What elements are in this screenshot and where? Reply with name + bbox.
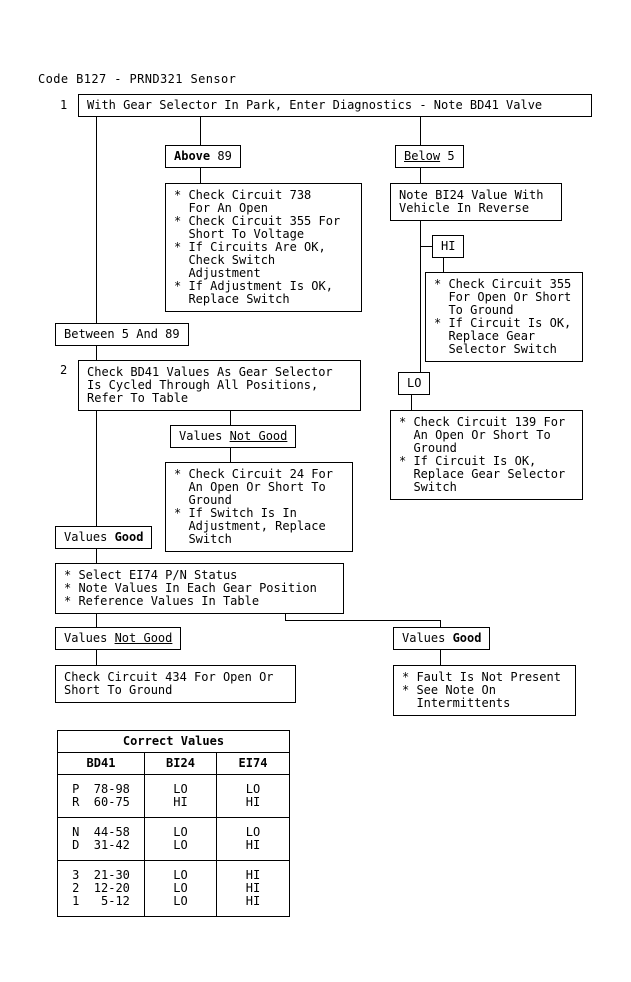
connector-line (200, 117, 201, 145)
branch-values-good-1: Values Good (55, 526, 153, 549)
connector-line (96, 650, 97, 665)
table-cell-bi24: LO HI (144, 775, 216, 817)
table-cell-bi24: LO LO LO (144, 861, 216, 916)
connector-line (420, 246, 432, 247)
connector-line (285, 613, 286, 620)
connector-line (200, 168, 201, 183)
values-label: Values (64, 631, 115, 645)
connector-line (420, 168, 421, 183)
table-row-park-reverse: P 78-98 R 60-75 LO HI LO HI (58, 775, 289, 818)
branch-hi: HI (432, 235, 465, 258)
branch-below-5: Below 5 (395, 145, 464, 168)
branch-above-89-value: 89 (210, 149, 232, 163)
table-cell-ei74: HI HI HI (216, 861, 289, 916)
branch-below-5-emphasis: Below (404, 149, 441, 163)
step-1-number: 1 (60, 98, 68, 112)
table-header-bi24: BI24 (144, 753, 216, 774)
above-actions-box: * Check Circuit 738 For An Open * Check … (165, 183, 362, 312)
connector-line (96, 549, 97, 563)
branch-above-89: Above 89 (165, 145, 241, 168)
correct-values-table: Correct Values BD41 BI24 EI74 P 78-98 R … (57, 730, 290, 917)
note-bi24-box: Note BI24 Value With Vehicle In Reverse (390, 183, 562, 221)
table-header-row: BD41 BI24 EI74 (58, 753, 289, 775)
lo-actions-box: * Check Circuit 139 For An Open Or Short… (390, 410, 583, 500)
values-label: Values (402, 631, 453, 645)
page-title: Code B127 - PRND321 Sensor (38, 72, 237, 86)
branch-lo: LO (398, 372, 431, 395)
connector-line (440, 620, 441, 627)
check-circuit-434-box: Check Circuit 434 For Open Or Short To G… (55, 665, 296, 703)
table-cell-ei74: LO HI (216, 775, 289, 817)
connector-line (420, 220, 421, 372)
step-2-box: Check BD41 Values As Gear Selector Is Cy… (78, 360, 361, 411)
table-title: Correct Values (58, 731, 289, 753)
connector-line (420, 117, 421, 145)
step-1-box: With Gear Selector In Park, Enter Diagno… (78, 94, 592, 117)
table-cell-bd41: P 78-98 R 60-75 (72, 782, 130, 809)
not-good-emphasis: Not Good (114, 631, 173, 645)
values-label: Values (64, 530, 115, 544)
table-cell-bi24: LO LO (144, 818, 216, 860)
connector-line (230, 448, 231, 462)
fault-not-present-box: * Fault Is Not Present * See Note On Int… (393, 665, 576, 716)
branch-values-good-2: Values Good (393, 627, 491, 650)
table-header-ei74: EI74 (216, 753, 289, 774)
connector-line (96, 117, 97, 323)
step-2-number: 2 (60, 363, 68, 377)
table-row-low-gears: 3 21-30 2 12-20 1 5-12 LO LO LO HI HI HI (58, 861, 289, 916)
table-row-neutral-drive: N 44-58 D 31-42 LO LO LO HI (58, 818, 289, 861)
hi-actions-box: * Check Circuit 355 For Open Or Short To… (425, 272, 583, 362)
branch-values-not-good-2: Values Not Good (55, 627, 182, 650)
select-ei74-box: * Select EI74 P/N Status * Note Values I… (55, 563, 344, 614)
not-good-emphasis: Not Good (229, 429, 288, 443)
table-cell-bd41: N 44-58 D 31-42 (72, 825, 130, 852)
branch-below-5-value: 5 (440, 149, 455, 163)
connector-line (440, 650, 441, 665)
table-header-bd41: BD41 (86, 756, 116, 770)
connector-line (443, 258, 444, 272)
good-emphasis: Good (452, 631, 482, 645)
connector-line (285, 620, 440, 621)
connector-line (411, 395, 412, 410)
branch-values-not-good-1: Values Not Good (170, 425, 297, 448)
branch-above-89-emphasis: Above (174, 149, 211, 163)
table-cell-ei74: LO HI (216, 818, 289, 860)
connector-line (96, 613, 97, 627)
values-label: Values (179, 429, 230, 443)
good-emphasis: Good (114, 530, 144, 544)
table-cell-bd41: 3 21-30 2 12-20 1 5-12 (72, 868, 130, 908)
connector-line (96, 346, 97, 360)
connector-line (96, 411, 97, 526)
not-good-actions-box: * Check Circuit 24 For An Open Or Short … (165, 462, 353, 552)
connector-line (230, 411, 231, 425)
branch-between-5-and-89: Between 5 And 89 (55, 323, 189, 346)
